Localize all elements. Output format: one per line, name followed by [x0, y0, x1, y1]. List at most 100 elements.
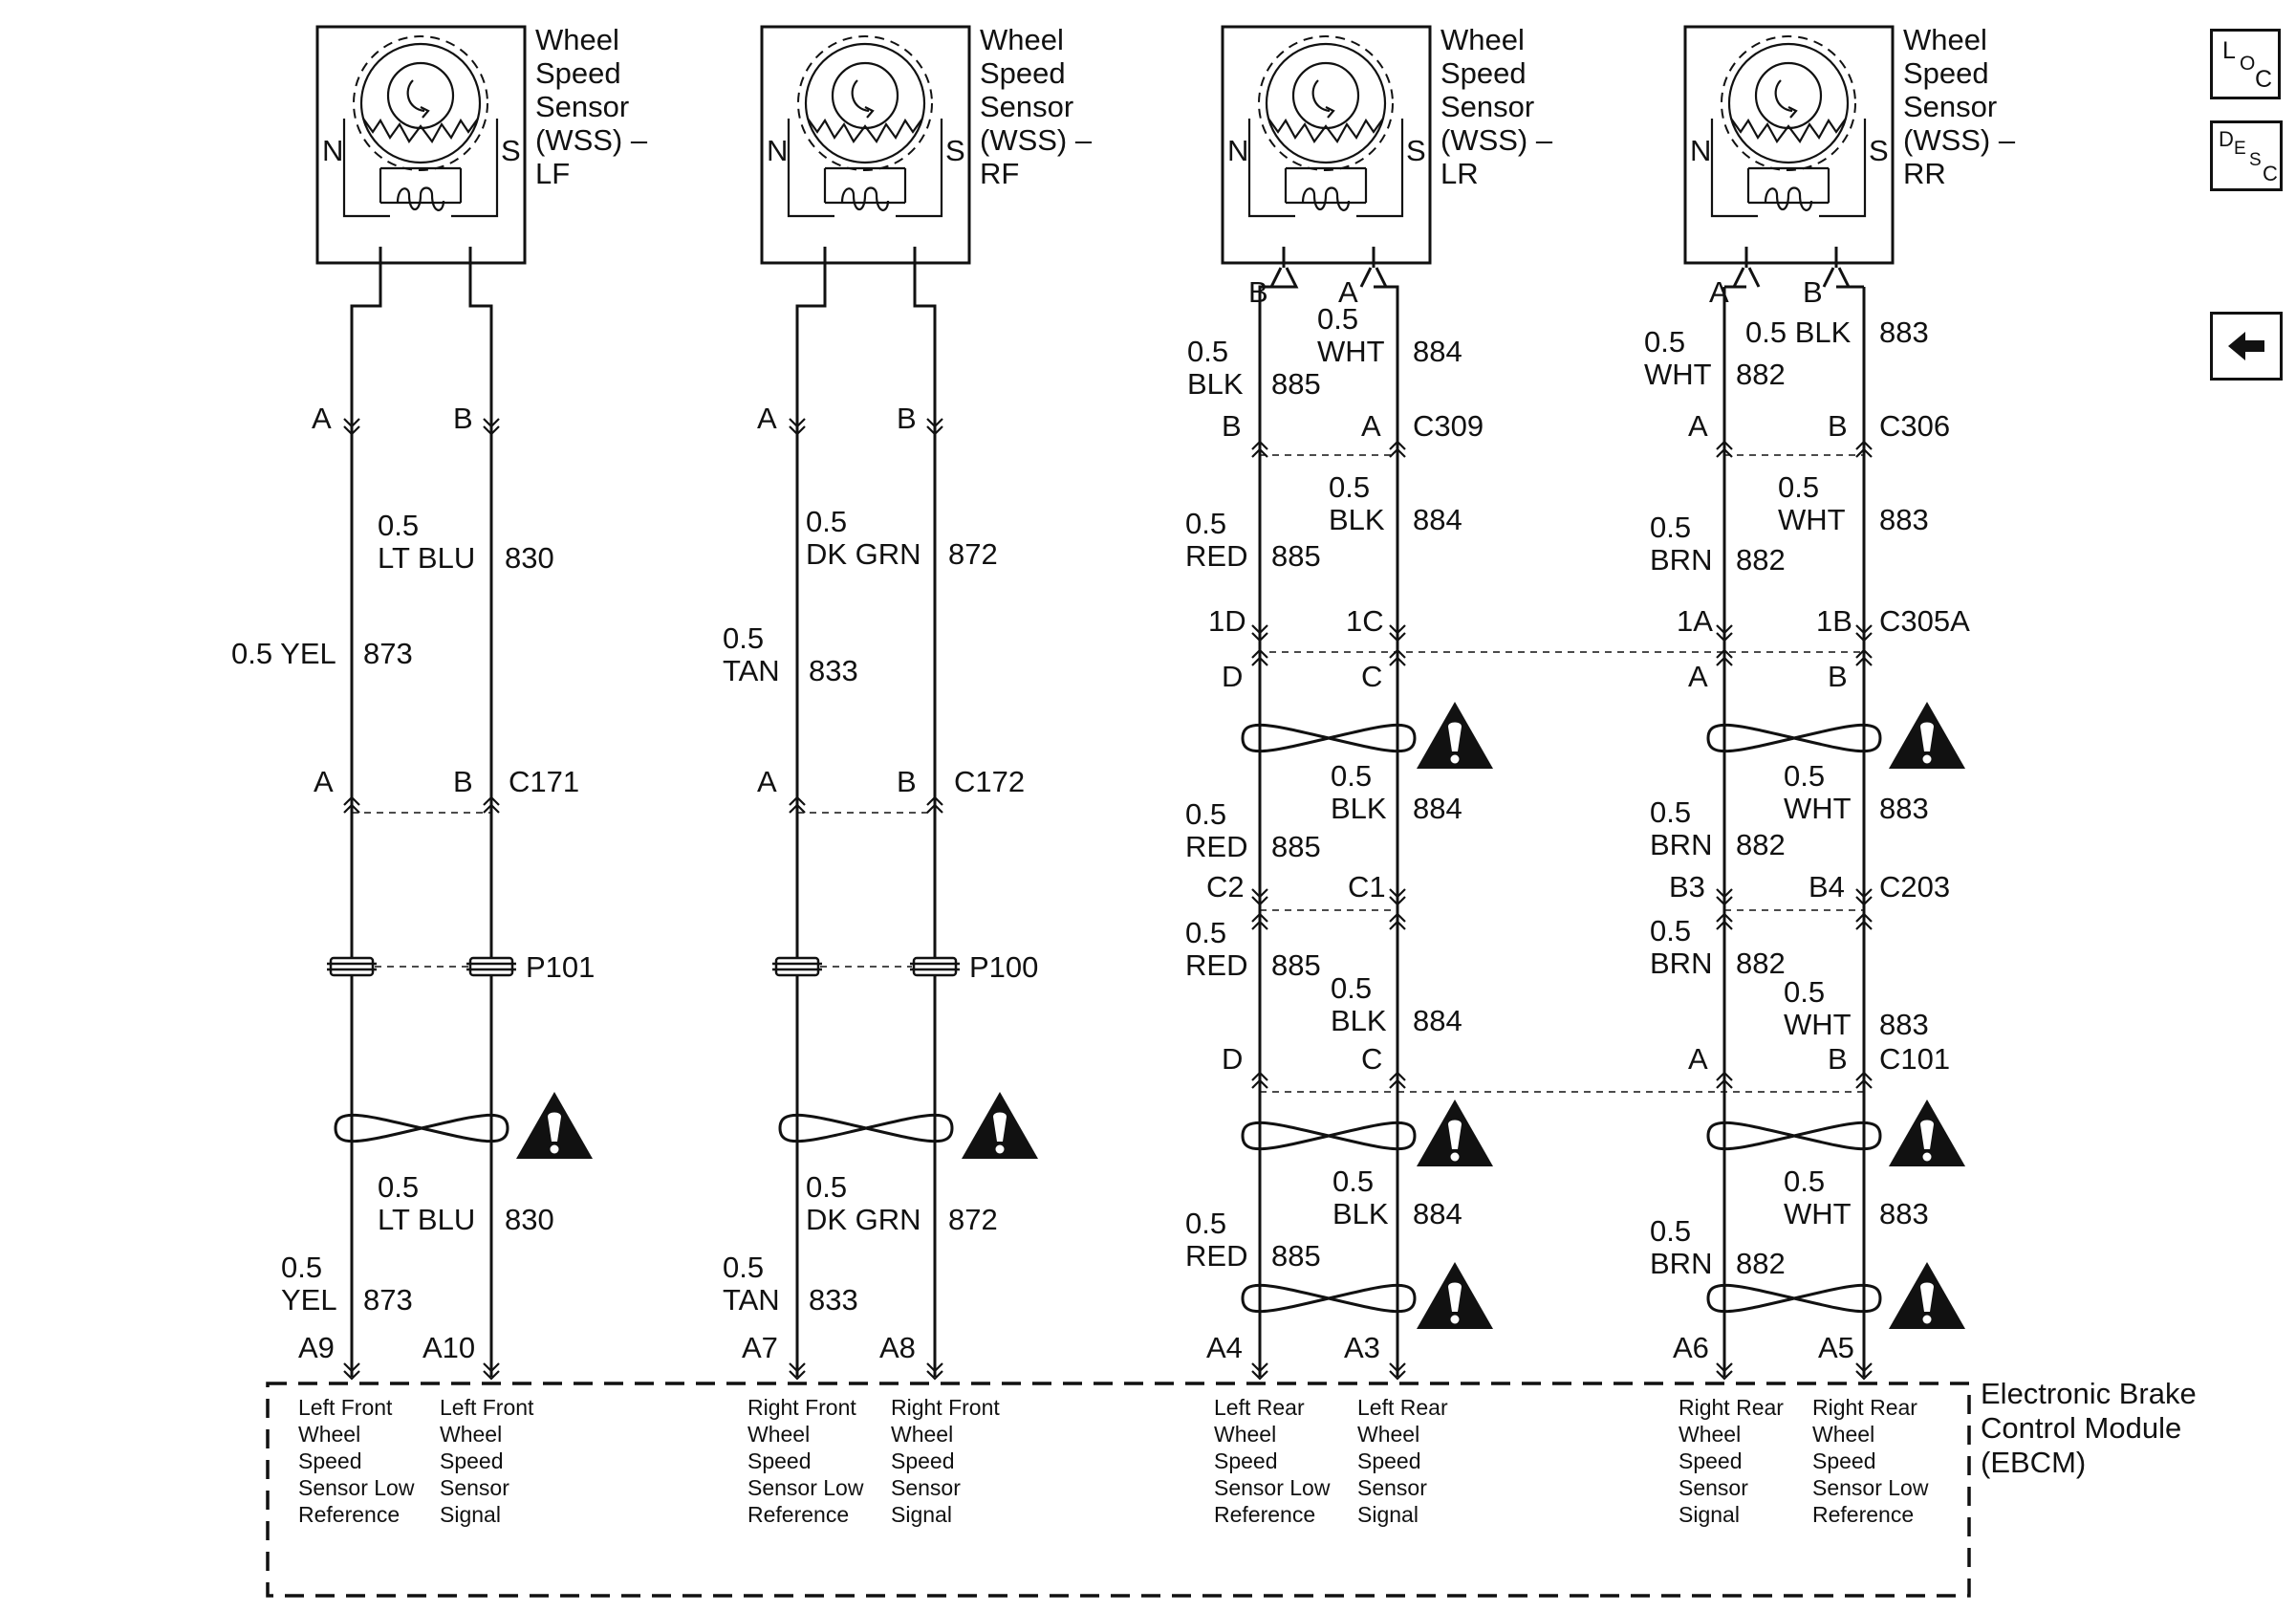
ebcm-pin-label: Left Rear	[1214, 1395, 1305, 1420]
ebcm-pin-label: Wheel	[1357, 1422, 1419, 1447]
ebcm-pin-label: Reference	[747, 1502, 849, 1527]
wire-color: WHT	[1644, 358, 1712, 391]
wire-gauge: 0.5	[1185, 916, 1226, 949]
back-button[interactable]	[2210, 312, 2283, 381]
sensor-title-line: Sensor	[1440, 90, 1534, 123]
connector-pin: A	[757, 765, 777, 798]
terminal-label: A	[1338, 275, 1358, 309]
wire-color: BLK	[1332, 1197, 1389, 1230]
connector-pin: 1D	[1208, 604, 1246, 638]
wire-gauge: 0.5	[1317, 302, 1358, 336]
wire-color: BLK	[1329, 503, 1385, 536]
wire-gauge: 0.5	[806, 505, 847, 538]
terminal-label: B	[1248, 275, 1268, 309]
wire-gauge: 0.5	[1331, 971, 1372, 1005]
circuit-number: 884	[1413, 1004, 1462, 1037]
wire-color: TAN	[723, 654, 780, 687]
wire-gauge: 0.5	[1650, 914, 1691, 947]
ebcm-pin-label: Right Rear	[1812, 1395, 1917, 1420]
wire-gauge: 0.5	[1185, 1207, 1226, 1240]
sensor-s-label: S	[501, 134, 521, 167]
circuit-number: 884	[1413, 792, 1462, 825]
sensor-title-line: Sensor	[535, 90, 629, 123]
circuit-number: 883	[1879, 1008, 1929, 1041]
ebcm-pin-label: Sensor Low	[1214, 1475, 1331, 1500]
connector-pin: B	[1828, 660, 1848, 693]
wire-gauge: 0.5	[723, 1251, 764, 1284]
terminal-label: B	[453, 402, 473, 435]
sensor-title-line: RF	[980, 157, 1019, 190]
wire-color: WHT	[1784, 1008, 1852, 1041]
wire-color: BRN	[1650, 543, 1712, 577]
wire-gauge: 0.5	[1784, 975, 1825, 1009]
wire-color: TAN	[723, 1283, 780, 1317]
ebcm-title-line: (EBCM)	[1981, 1446, 2086, 1479]
loc-button[interactable]: L O C	[2210, 29, 2281, 99]
wire-color: WHT	[1778, 503, 1846, 536]
circuit-rr: A B 0.5 BLK 883 0.5 WHT 882 A B C306 0.5…	[1269, 247, 1970, 1381]
ebcm-module: Electronic Brake Control Module (EBCM)	[266, 1377, 2197, 1598]
circuit-number: 873	[363, 1283, 413, 1317]
circuit-rf: A B 0.5 DK GRN 872 0.5 TAN 833 A B C172 …	[723, 247, 1038, 1381]
ebcm-pin-label: Wheel	[440, 1422, 502, 1447]
sensor-title-line: Speed	[1440, 56, 1527, 90]
connector-pin: A	[1688, 1042, 1708, 1076]
circuit-number: 884	[1413, 503, 1462, 536]
wire-gauge: 0.5	[806, 1170, 847, 1204]
wire-gauge: 0.5	[1331, 759, 1372, 793]
ebcm-pin: A3	[1344, 1331, 1380, 1364]
connector-pin: A	[1361, 409, 1381, 443]
ebcm-pin-label: Right Front	[747, 1395, 856, 1420]
circuit-number: 872	[948, 1203, 998, 1236]
circuit-number: 882	[1736, 543, 1786, 577]
connector-pin: A	[1688, 409, 1708, 443]
sensor-title-line: Sensor	[1903, 90, 1997, 123]
wire-gauge: 0.5	[1650, 511, 1691, 544]
wire-gauge: 0.5	[1784, 1165, 1825, 1198]
ebcm-title-line: Control Module	[1981, 1411, 2181, 1445]
ebcm-pin-label: Speed	[1679, 1448, 1743, 1473]
ebcm-pin-label: Signal	[1357, 1502, 1419, 1527]
ebcm-pin-label: Sensor Low	[298, 1475, 415, 1500]
desc-button[interactable]: D E S C	[2210, 120, 2283, 191]
connector-pin: B	[1828, 409, 1848, 443]
ebcm-pin-label: Speed	[1357, 1448, 1421, 1473]
loc-letter: L	[2222, 37, 2236, 64]
connector-pin: B3	[1669, 870, 1705, 903]
loc-letter: C	[2255, 66, 2273, 93]
sensor-n-label: N	[322, 134, 343, 167]
circuit-number: 885	[1271, 830, 1321, 863]
connector-name: C309	[1413, 409, 1484, 443]
sensor-title-line: Wheel	[980, 23, 1064, 56]
ebcm-pin-label: Wheel	[1812, 1422, 1874, 1447]
wire-color: DK GRN	[806, 1203, 921, 1236]
wire-color: BLK	[1331, 792, 1387, 825]
ebcm-pin-label: Sensor	[440, 1475, 509, 1500]
ebcm-pin: A7	[742, 1331, 778, 1364]
sensor-title-line: Speed	[1903, 56, 1989, 90]
ebcm-pin-label: Sensor	[891, 1475, 961, 1500]
connector-name: C305A	[1879, 604, 1970, 638]
connector-pin: C1	[1348, 870, 1386, 903]
connector-pin: A	[1688, 660, 1708, 693]
desc-letter: S	[2249, 150, 2262, 170]
circuit-number: 883	[1879, 1197, 1929, 1230]
sensor-n-label: N	[1227, 134, 1248, 167]
ebcm-pin-label: Right Rear	[1679, 1395, 1784, 1420]
ebcm-pin: A6	[1673, 1331, 1709, 1364]
circuit-number: 885	[1271, 1239, 1321, 1273]
sensor-title-line: (WSS) –	[980, 123, 1093, 157]
connector-pin: A	[314, 765, 334, 798]
wire-gauge: 0.5	[1185, 507, 1226, 540]
connector-pin: C	[1361, 1042, 1382, 1076]
circuit-number: 883	[1879, 792, 1929, 825]
circuit-number: 885	[1271, 367, 1321, 401]
ebcm-pin-label: Wheel	[891, 1422, 953, 1447]
sensor-title-line: (WSS) –	[1440, 123, 1553, 157]
ebcm-title-line: Electronic Brake	[1981, 1377, 2197, 1410]
ebcm-pin: A4	[1206, 1331, 1243, 1364]
sensor-title-line: Wheel	[1440, 23, 1525, 56]
connector-pin: 1A	[1677, 604, 1713, 638]
back-arrow-icon	[2228, 332, 2264, 360]
